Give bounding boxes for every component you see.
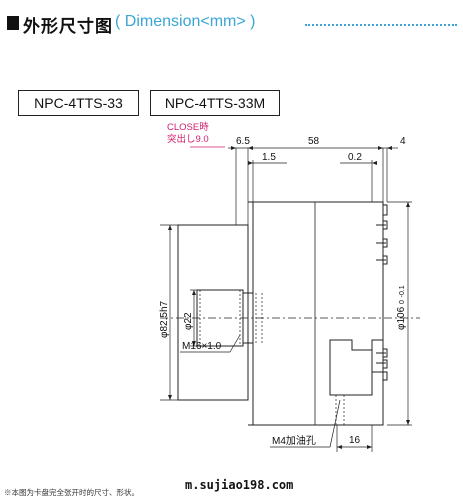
chuck-body [252, 201, 384, 426]
dim-1-5: 1.5 [262, 152, 276, 163]
page-header: 外形尺寸图 ( Dimension<mm> ) [0, 0, 463, 48]
mounting-spigot [177, 224, 249, 401]
dim-0-2: 0.2 [348, 152, 362, 163]
close-note-line1: CLOSE時 [167, 122, 209, 133]
header-dotted-rule [305, 24, 457, 26]
close-note-line2: 突出し9.0 [167, 134, 209, 145]
title-bullet-icon [7, 16, 19, 30]
watermark-text: m.sujiao198.com [185, 478, 294, 492]
dim-6-5: 6.5 [236, 136, 250, 147]
dim-4: 4 [400, 136, 406, 147]
model-label-1: NPC-4TTS-33 [18, 90, 139, 116]
dim-dia-106-tol-upper: 0 [399, 300, 406, 305]
port-block-side [371, 339, 384, 373]
thread-label: M16×1.0 [182, 341, 222, 352]
dim-16: 16 [349, 435, 361, 446]
port-block [329, 339, 373, 396]
footer-note: ※本图为卡盘完全张开时的尺寸、形状。 [4, 488, 139, 497]
page-title: 外形尺寸图 [23, 17, 113, 36]
dim-dia-82-5: φ82.5h7 [159, 300, 170, 338]
model-label-2: NPC-4TTS-33M [150, 90, 280, 116]
close-protrusion-note: CLOSE時 突出し9.0 [167, 122, 209, 146]
dim-58: 58 [308, 136, 320, 147]
fitting-top [382, 204, 388, 216]
dim-dia-22: φ22 [183, 312, 194, 330]
page-subtitle: ( Dimension<mm> ) [115, 13, 256, 30]
dim-dia-106-value: φ106 [396, 306, 407, 330]
oil-hole-label: M4加油孔 [272, 436, 316, 447]
dim-dia-106-tol-lower: -0.1 [399, 285, 406, 298]
dim-dia-106: φ106 0 -0.1 [396, 285, 408, 330]
jaw-step [242, 292, 254, 344]
